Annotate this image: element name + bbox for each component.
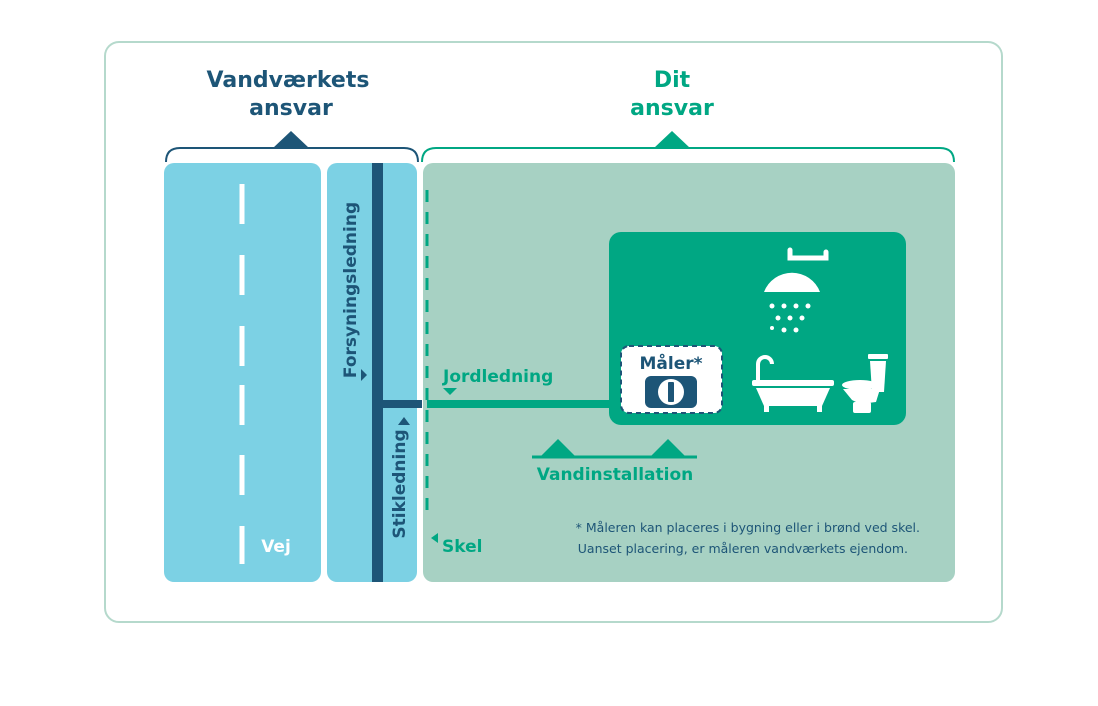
- vandvaerk-heading-line1: Vandværkets: [207, 68, 370, 93]
- supply-pipe: [372, 163, 383, 582]
- service-pipe-arrow: [398, 417, 410, 425]
- ground-pipe: [427, 400, 617, 408]
- dit-heading-line2: ansvar: [630, 96, 714, 121]
- installation-bracket: [532, 439, 697, 459]
- vandvaerk-bracket: [165, 131, 419, 163]
- supply-pipe-label: Forsyningsledning: [341, 202, 361, 378]
- bathtub-icon: [752, 355, 834, 412]
- skel-arrow: [431, 533, 438, 543]
- toilet-icon: [842, 354, 888, 413]
- skel-label: Skel: [442, 537, 482, 557]
- meter-label: Måler*: [639, 352, 702, 374]
- vandvaerk-heading-line2: ansvar: [249, 96, 333, 121]
- dit-bracket: [421, 131, 955, 163]
- supply-pipe-arrow: [361, 369, 367, 381]
- ground-pipe-arrow: [443, 388, 457, 395]
- service-pipe-label: Stikledning: [390, 429, 410, 538]
- ground-pipe-label: Jordledning: [442, 367, 553, 387]
- footnote-line2: Uanset placering, er måleren vandværkets…: [578, 541, 908, 556]
- water-meter: Måler*: [620, 345, 723, 414]
- water-meter-icon: [645, 376, 697, 408]
- installation-label: Vandinstallation: [537, 465, 693, 485]
- shower-icon: [764, 247, 829, 333]
- dit-heading-line1: Dit: [654, 68, 691, 93]
- service-pipe: [383, 400, 422, 408]
- footnote-line1: * Måleren kan placeres i bygning eller i…: [576, 520, 920, 535]
- road-label: Vej: [261, 537, 291, 557]
- road-area: [164, 163, 321, 582]
